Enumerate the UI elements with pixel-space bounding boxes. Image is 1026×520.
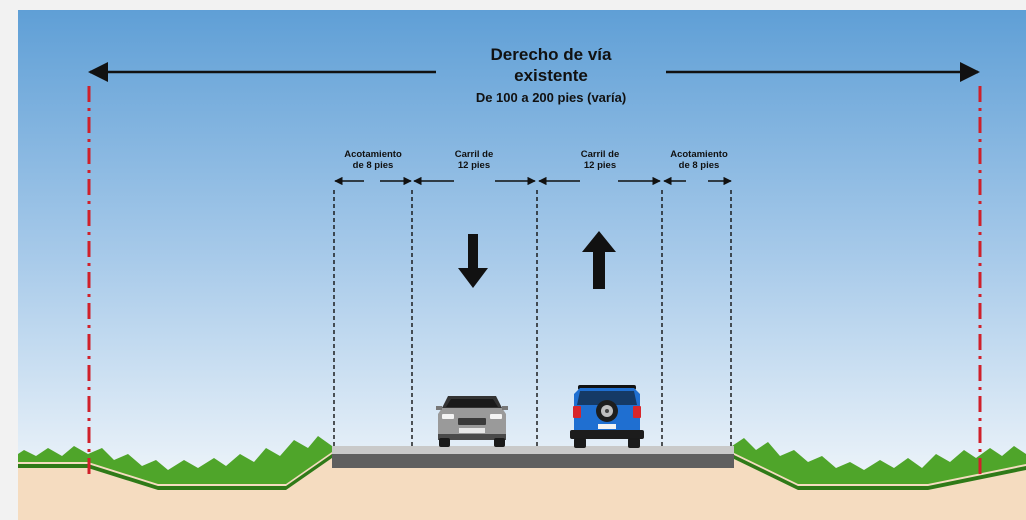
pavement-surface <box>332 446 734 454</box>
title-line-1: Derecho de vía <box>490 45 612 64</box>
title-line-2: existente <box>514 66 588 85</box>
grass-right-dark <box>732 454 1026 490</box>
lane-dividers <box>333 190 732 446</box>
pavement-base <box>332 454 734 468</box>
segment-1-label-line-2: de 8 pies <box>352 160 394 171</box>
diagram-canvas <box>18 10 1026 520</box>
title-subtitle: De 100 a 200 pies (varía) <box>475 90 627 105</box>
car-blue-suv <box>570 385 644 448</box>
segment-4-label-line-1: Acotamiento <box>670 149 728 160</box>
ground <box>18 450 1026 520</box>
segment-3-label-line-1: Carril de <box>580 149 620 160</box>
car-gray-sedan <box>436 396 508 447</box>
sky <box>18 10 1026 470</box>
segment-2-label-line-2: 12 pies <box>457 160 491 171</box>
segment-2-label-line-1: Carril de <box>454 149 494 160</box>
grass-left <box>18 436 332 484</box>
grass-right <box>732 438 1026 484</box>
segment-4-label-line-2: de 8 pies <box>678 160 720 171</box>
segment-1-label-line-1: Acotamiento <box>344 149 402 160</box>
arrow-down-icon <box>458 234 488 288</box>
segment-3-label-line-2: 12 pies <box>583 160 617 171</box>
road-cross-section-diagram: Derecho de vía existente De 100 a 200 pi… <box>18 10 1026 520</box>
arrow-up-icon <box>582 231 616 289</box>
